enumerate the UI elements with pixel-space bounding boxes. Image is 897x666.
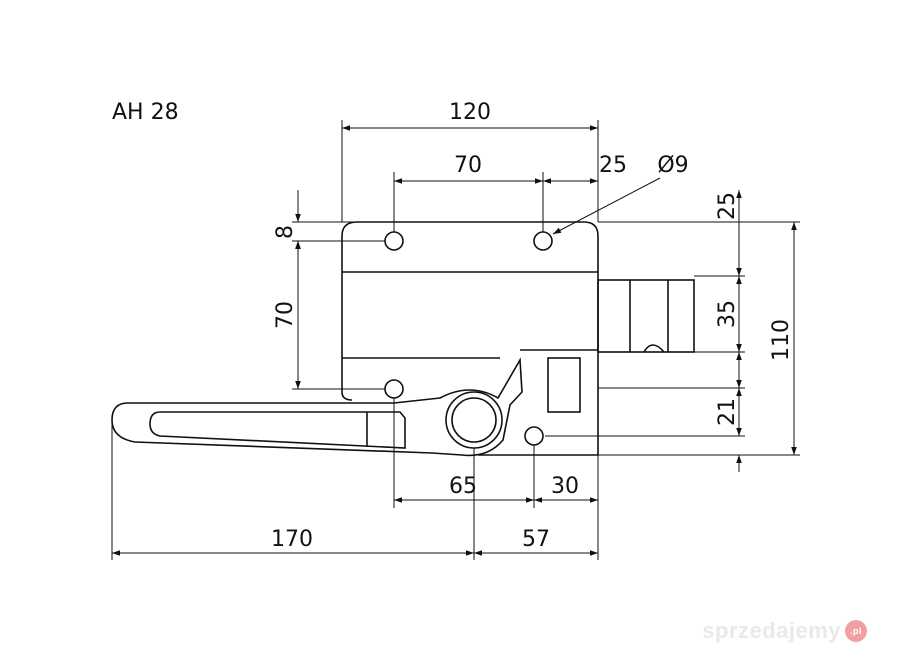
mounting-holes [384,231,553,446]
dim-handle-pivot-right: 57 [522,527,550,552]
dim-bottom-spacing-left: 65 [449,474,477,499]
lever-handle [111,357,523,457]
drawing-title: AH 28 [112,100,179,125]
dim-hole-offset-top: 8 [273,225,298,239]
dim-right-middle: 35 [715,300,740,328]
dim-right-top: 25 [715,192,740,220]
dim-right-bottom: 21 [715,398,740,426]
dim-bottom-spacing-right: 30 [551,474,579,499]
lock-body [341,221,599,456]
dimension-lines [111,120,800,560]
hole-top-left [384,231,404,251]
dim-handle-length: 170 [271,527,313,552]
watermark: sprzedajemy .pl [702,618,867,644]
lock-bolt [547,279,695,413]
dimension-labels: 120 70 25 Ø9 8 70 25 35 21 110 65 30 170… [271,100,794,552]
dim-hole-spacing-vertical: 70 [273,301,298,329]
dim-total-width: 120 [449,100,491,125]
dim-hole-spacing-top: 70 [454,153,482,178]
handle-pivot [445,391,503,449]
dim-hole-edge-right: 25 [599,153,627,178]
hole-bottom-right [524,426,544,446]
hole-bottom-left [384,379,404,399]
hole-top-right [533,231,553,251]
watermark-text: sprzedajemy [702,618,841,643]
watermark-badge: .pl [845,620,867,642]
dim-hole-diameter: Ø9 [657,153,688,178]
dim-total-height: 110 [769,319,794,361]
